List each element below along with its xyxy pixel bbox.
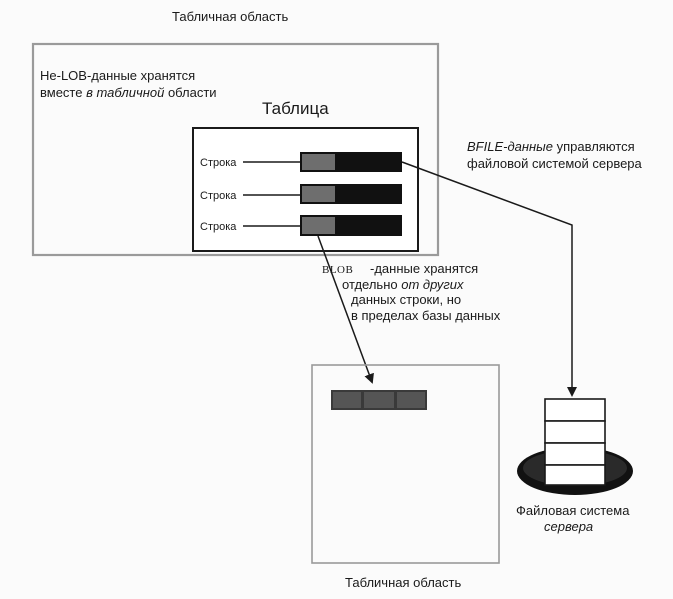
bottom-tablespace-label: Табличная область: [345, 575, 462, 590]
blob-note-line4: в пределах базы данных: [351, 308, 501, 323]
blob-arrow: [317, 235, 374, 384]
row-bar-1: [300, 152, 402, 172]
filesystem-label-line2: сервера: [544, 519, 594, 534]
row-label-1: Строка: [200, 157, 237, 169]
row-bar-3: [300, 215, 402, 236]
row-label-2: Строка: [200, 190, 237, 202]
bfile-note-suffix: управляются: [552, 139, 635, 154]
filesystem-label-line1: Файловая система: [516, 503, 630, 518]
row-bar-2: [300, 184, 402, 204]
blob-note-line3: данных строки, но: [351, 292, 462, 307]
nonlob-note-suffix: области: [164, 85, 217, 100]
blob-note-line1: -данные хранятся: [370, 261, 479, 276]
nonlob-note-line2: вместе в табличной области: [40, 85, 217, 101]
nonlob-note-prefix: вместе: [40, 85, 87, 100]
bfile-note-line1: BFILE-данные управляются: [467, 139, 635, 155]
table-title: Таблица: [262, 99, 329, 118]
blob-code-label: BLOB: [322, 264, 354, 276]
bfile-arrow: [401, 161, 577, 397]
bfile-note-italic: BFILE-данные: [467, 139, 553, 154]
bottom-tablespace-frame: [311, 364, 500, 564]
lob-segment-block: [331, 390, 427, 410]
filesystem-disk-icon: [517, 398, 633, 495]
top-tablespace-label: Табличная область: [172, 9, 289, 24]
bfile-note-line2: файловой системой сервера: [467, 156, 642, 171]
blob-note-line2: отдельно от других: [342, 277, 464, 293]
nonlob-note-italic: в табличной: [86, 85, 165, 100]
blob-note-italic: от других: [401, 277, 464, 292]
row-label-3: Строка: [200, 221, 237, 233]
blob-note-prefix: отдельно: [342, 277, 402, 292]
nonlob-note-line1: Не-LOB-данные хранятся: [40, 68, 196, 83]
top-tablespace-frame: [31, 42, 440, 257]
